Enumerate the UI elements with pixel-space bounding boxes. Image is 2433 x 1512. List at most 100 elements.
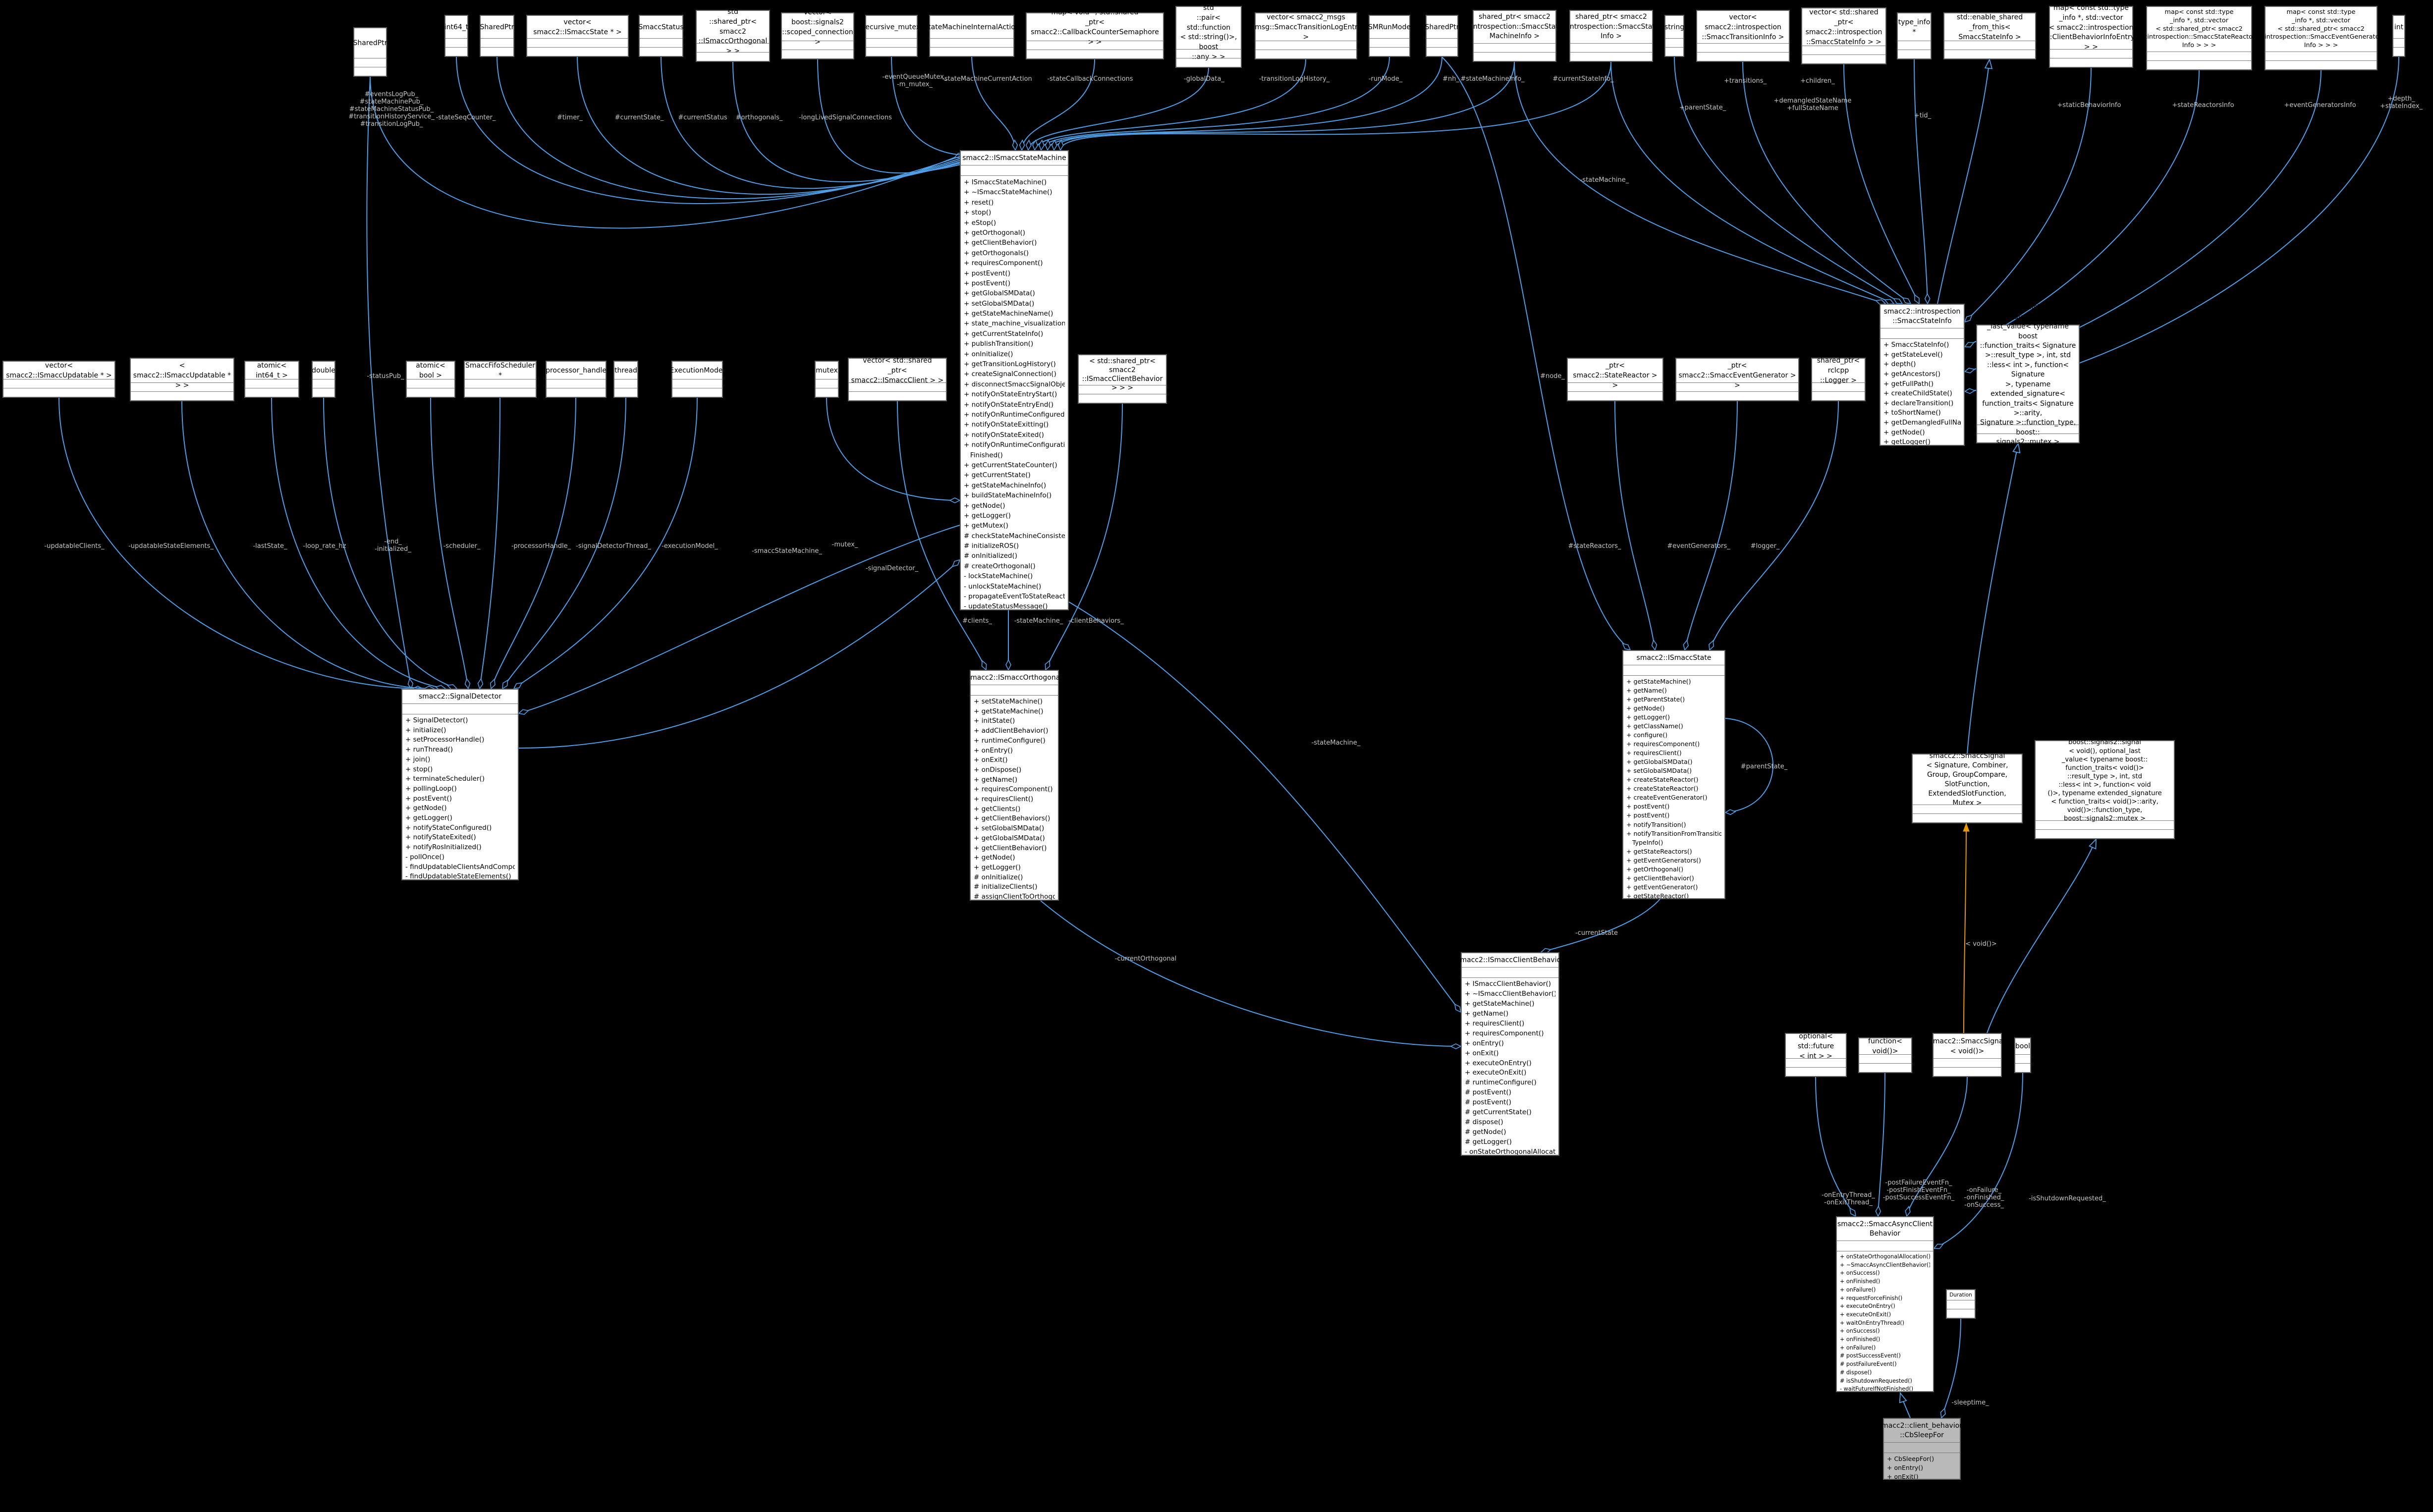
class-box-map-eventgeneratorinfo[interactable]: map< const std::type _info *, std::vecto… — [2260, 6, 2382, 70]
class-box-bool[interactable]: bool — [2014, 1037, 2031, 1073]
class-box-processor-handle[interactable]: processor_handle — [546, 361, 607, 398]
class-box-double[interactable]: double — [312, 361, 335, 398]
edge-label-statemachine-orthogonal: -stateMachine_ — [1014, 617, 1063, 625]
class-box-smaccstateinfo-method: + toShortName() — [1883, 409, 1941, 417]
class-box-vector-stateinfo[interactable]: vector< std::shared _ptr< smacc2::intros… — [1801, 7, 1886, 64]
class-box-map-clientbehaviorinfoentry[interactable]: map< const std::type _info *, std::vecto… — [2047, 4, 2135, 68]
relationship-edge — [891, 56, 1010, 157]
class-box-vector-transitionlogentry[interactable]: vector< smacc2_msgs ::msg::SmaccTransiti… — [1250, 12, 1362, 59]
class-box-optional-future[interactable]: optional< std::future < int > > — [1785, 1032, 1847, 1077]
class-box-sharedptr-statemachineinfo[interactable]: shared_ptr< smacc2 ::introspection::Smac… — [1466, 10, 1563, 62]
class-box-ismaccstate-method: + createEventGenerator() — [1626, 794, 1708, 802]
class-box-processor-handle-title: processor_handle — [546, 366, 607, 375]
class-box-sharedptr-timer-methods — [481, 47, 513, 56]
class-box-sharedptr-logger[interactable]: shared_ptr< rclcpp ::Logger > — [1811, 357, 1866, 401]
class-box-vector-vector-ismaccupdatable[interactable]: vector< std::vector < smacc2::ISmaccUpda… — [130, 352, 234, 401]
class-box-smrunmode-attributes — [1370, 38, 1409, 47]
class-box-ismaccstate-method: + getClientBehavior() — [1626, 874, 1694, 882]
class-box-ismaccstatemachine-method: + ~ISmaccStateMachine() — [964, 188, 1052, 197]
class-box-smaccstatus[interactable]: SmaccStatus — [638, 15, 684, 57]
class-box-int64-t[interactable]: int64_t — [444, 15, 468, 57]
class-box-statemachineinternalaction[interactable]: StateMachineInternalAction — [924, 15, 1020, 57]
class-box-enable-shared-from-this[interactable]: std::enable_shared _from_this< SmaccStat… — [1943, 12, 2036, 59]
class-box-smaccsignal-template[interactable]: smacc2::SmaccSignal < Signature, Combine… — [1912, 752, 2023, 823]
class-box-ismaccstatemachine[interactable]: smacc2::ISmaccStateMachine+ ISmaccStateM… — [960, 150, 1069, 610]
class-box-ismaccstate[interactable]: smacc2::ISmaccState+ getStateMachine()+ … — [1622, 650, 1725, 899]
relationship-edge — [1933, 1073, 2023, 1249]
relationship-edge — [370, 76, 965, 229]
edge-label-eventgeneratorsinfo: +eventGeneratorsInfo — [2284, 102, 2356, 109]
relationship-edge — [1514, 61, 1886, 305]
class-box-sharedptr-publishers[interactable]: SharedPtr — [353, 27, 387, 77]
class-box-cbsleepfor-method: + CbSleepFor() — [1887, 1455, 1935, 1462]
relationship-edge — [1742, 61, 1912, 305]
class-box-smaccstateinfo-method: + getAncestors() — [1883, 370, 1940, 378]
class-box-smaccsignal-void[interactable]: smacc2::SmaccSignal < void()> — [1929, 1033, 2005, 1077]
class-box-ismaccstatemachine-method: + postEvent() — [964, 279, 1010, 287]
class-box-type-info-attributes — [1898, 41, 1931, 50]
class-box-smaccasyncclientbehavior[interactable]: smacc2::SmaccAsyncClient Behavior+ onSta… — [1836, 1216, 1934, 1392]
class-box-atomic-bool[interactable]: atomic< bool > — [406, 361, 455, 398]
class-box-ismaccstate-method: + getStateReactor() — [1626, 892, 1689, 898]
class-box-vector-ismaccclient[interactable]: vector< std::shared _ptr< smacc2::ISmacc… — [848, 357, 947, 401]
class-box-thread[interactable]: thread — [613, 361, 638, 398]
class-box-vector-smacceventgenerator[interactable]: vector< std::shared _ptr< smacc2::SmaccE… — [1675, 352, 1799, 401]
class-box-vector-transitioninfo[interactable]: vector< smacc2::introspection ::SmaccTra… — [1696, 10, 1790, 62]
class-box-enable-shared-from-this-methods — [1944, 50, 2035, 58]
class-box-ismaccstate-method: + notifyTransitionFromTransition — [1626, 829, 1721, 837]
class-box-smaccfifoscheduler-title: SmaccFifoScheduler * — [465, 361, 536, 379]
class-box-cbsleepfor[interactable]: smacc2::client_behaviors ::CbSleepFor+ C… — [1878, 1418, 1966, 1480]
relationship-edge — [1937, 59, 1990, 304]
class-box-sharedptr-statemachineinfo-title: shared_ptr< smacc2 ::introspection::Smac… — [1466, 12, 1563, 41]
class-box-map-statereactorinfo[interactable]: map< const std::type _info *, std::vecto… — [2143, 6, 2255, 70]
class-box-vector-statereactor[interactable]: vector< std::shared _ptr< smacc2::StateR… — [1567, 352, 1663, 401]
class-box-function-void[interactable]: function< void()> — [1858, 1037, 1912, 1073]
class-box-ismaccstatemachine-method: + getLogger() — [964, 511, 1011, 520]
class-box-recursive-mutex[interactable]: recursive_mutex — [863, 15, 920, 57]
class-box-smaccstatus-attributes — [640, 38, 682, 47]
class-box-boost-signal-signature[interactable]: boost::signals2::signal < Signature, opt… — [1976, 303, 2080, 446]
class-box-signaldetector[interactable]: smacc2::SignalDetector+ SignalDetector()… — [401, 689, 519, 880]
class-box-smaccsignal-void-title: smacc2::SmaccSignal < void()> — [1929, 1037, 2005, 1055]
class-box-atomic-int64[interactable]: atomic< int64_t > — [244, 361, 299, 398]
edge-label-node: #node_ — [1540, 373, 1565, 380]
relationship-edge — [1045, 56, 1442, 151]
class-box-boost-signal-void[interactable]: boost::signals2::signal < void(), option… — [2035, 739, 2175, 839]
class-box-map-callbackcountersemaphore[interactable]: map< void *, std::shared _ptr< smacc2::C… — [1026, 8, 1164, 59]
class-box-duration[interactable]: Duration — [1946, 1289, 1976, 1319]
class-box-mutex[interactable]: mutex — [815, 361, 839, 398]
class-box-ismaccclientbehavior-method: # getLogger() — [1465, 1138, 1512, 1146]
class-box-smaccstateinfo[interactable]: smacc2::introspection ::SmaccStateInfo+ … — [1880, 304, 1965, 446]
class-box-signaldetector-method: + setProcessorHandle() — [405, 736, 485, 744]
class-box-vector-scoped-connection[interactable]: vector< boost::signals2 ::scoped_connect… — [781, 8, 854, 59]
relationship-edge — [1963, 822, 1970, 1033]
class-box-vector-vector-ismaccclientbehavior[interactable]: vector< std::vector < std::shared_ptr< s… — [1078, 348, 1167, 404]
class-box-vector-ismaccstate[interactable]: vector< smacc2::ISmaccState * > — [526, 15, 629, 57]
class-box-ismaccstatemachine-method: - propagateEventToStateReactors() — [964, 593, 1065, 601]
class-box-vector-ismaccupdatable[interactable]: vector< smacc2::ISmaccUpdatable * > — [2, 361, 115, 398]
class-box-smrunmode[interactable]: SMRunMode — [1368, 15, 1411, 57]
relationship-edge — [58, 397, 424, 692]
class-box-ismaccclientbehavior[interactable]: smacc2::ISmaccClientBehavior+ ISmaccClie… — [1456, 952, 1564, 1156]
class-box-int[interactable]: int — [2392, 15, 2405, 57]
class-box-vector-ismaccclient-methods — [849, 391, 946, 400]
class-box-string[interactable]: string — [1664, 15, 1684, 57]
class-box-sharedptr-timer[interactable]: SharedPtr — [480, 15, 514, 57]
class-box-smaccfifoscheduler[interactable]: SmaccFifoScheduler * — [464, 361, 537, 398]
class-box-boost-signal-void-methods — [2036, 829, 2174, 838]
class-box-smaccasyncclientbehavior-method: + onFailure() — [1840, 1344, 1876, 1351]
edge-label-executionmodel: -executionModel_ — [662, 542, 718, 550]
class-box-sharedptr-node[interactable]: SharedPtr — [1425, 15, 1459, 57]
class-box-sharedptr-stateinfo[interactable]: shared_ptr< smacc2 ::introspection::Smac… — [1563, 10, 1659, 62]
class-box-map-orthogonals[interactable]: map< std::string, std ::shared_ptr< smac… — [696, 0, 770, 62]
class-box-executionmodel[interactable]: ExecutionModel — [670, 361, 724, 398]
class-box-ismaccstatemachine-method: + reset() — [964, 198, 994, 207]
class-box-ismaccorthogonal[interactable]: smacc2::ISmaccOrthogonal+ setStateMachin… — [967, 670, 1062, 901]
class-box-smrunmode-methods — [1370, 47, 1409, 56]
class-box-ismaccstatemachine-method: + setGlobalSMData() — [964, 299, 1035, 308]
class-box-type-info[interactable]: type_info * — [1897, 12, 1932, 59]
class-box-map-globaldata[interactable]: map< std::string, std ::pair< std::funct… — [1175, 0, 1242, 68]
class-box-smaccasyncclientbehavior-method: # postSuccessEvent() — [1840, 1352, 1901, 1359]
class-box-vector-smacceventgenerator-attributes — [1676, 382, 1798, 391]
relationship-edge — [1540, 899, 1660, 954]
